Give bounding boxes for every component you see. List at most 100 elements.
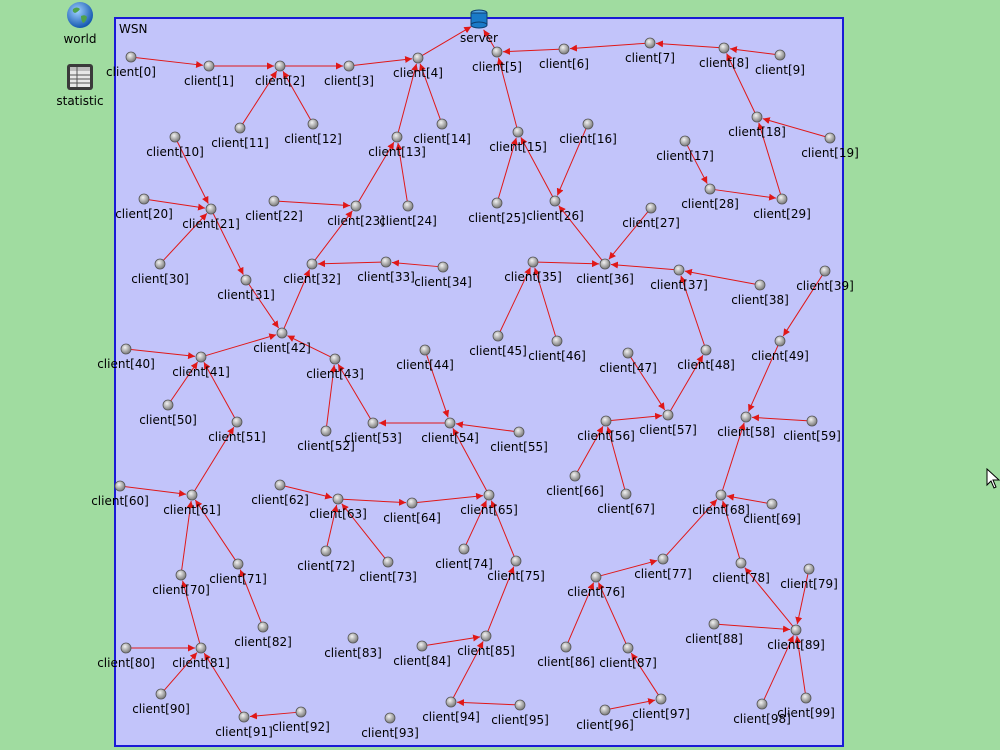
- client-node-0[interactable]: client[0]: [106, 51, 156, 79]
- node-dot[interactable]: [718, 42, 730, 54]
- client-node-33[interactable]: client[33]: [357, 256, 415, 284]
- client-node-55[interactable]: client[55]: [490, 426, 548, 454]
- node-dot[interactable]: [806, 415, 818, 427]
- client-node-66[interactable]: client[66]: [546, 470, 604, 498]
- node-dot[interactable]: [445, 696, 457, 708]
- node-dot[interactable]: [657, 553, 669, 565]
- client-node-91[interactable]: client[91]: [215, 711, 273, 739]
- node-dot[interactable]: [138, 193, 150, 205]
- node-dot[interactable]: [491, 197, 503, 209]
- client-node-80[interactable]: client[80]: [97, 642, 155, 670]
- node-dot[interactable]: [320, 545, 332, 557]
- node-dot[interactable]: [384, 712, 396, 724]
- client-node-28[interactable]: client[28]: [681, 183, 739, 211]
- statistic-button[interactable]: statistic: [45, 62, 115, 108]
- node-dot[interactable]: [620, 488, 632, 500]
- client-node-51[interactable]: client[51]: [208, 416, 266, 444]
- client-node-11[interactable]: client[11]: [211, 122, 269, 150]
- node-dot[interactable]: [622, 347, 634, 359]
- client-node-86[interactable]: client[86]: [537, 641, 595, 669]
- client-node-22[interactable]: client[22]: [245, 195, 303, 223]
- client-node-2[interactable]: client[2]: [255, 60, 305, 88]
- client-node-92[interactable]: client[92]: [272, 706, 330, 734]
- node-dot[interactable]: [444, 417, 456, 429]
- client-node-44[interactable]: client[44]: [396, 344, 454, 372]
- node-dot[interactable]: [240, 274, 252, 286]
- client-node-60[interactable]: client[60]: [91, 480, 149, 508]
- client-node-39[interactable]: client[39]: [796, 265, 854, 293]
- client-node-45[interactable]: client[45]: [469, 330, 527, 358]
- node-dot[interactable]: [268, 195, 280, 207]
- node-dot[interactable]: [306, 258, 318, 270]
- client-node-58[interactable]: client[58]: [717, 411, 775, 439]
- client-node-54[interactable]: client[54]: [421, 417, 479, 445]
- client-node-52[interactable]: client[52]: [297, 425, 355, 453]
- node-dot[interactable]: [590, 571, 602, 583]
- node-dot[interactable]: [527, 256, 539, 268]
- node-dot[interactable]: [735, 557, 747, 569]
- node-dot[interactable]: [673, 264, 685, 276]
- node-dot[interactable]: [382, 556, 394, 568]
- node-dot[interactable]: [803, 563, 815, 575]
- node-dot[interactable]: [406, 497, 418, 509]
- client-node-31[interactable]: client[31]: [217, 274, 275, 302]
- client-node-74[interactable]: client[74]: [435, 543, 493, 571]
- client-node-78[interactable]: client[78]: [712, 557, 770, 585]
- node-dot[interactable]: [599, 704, 611, 716]
- node-dot[interactable]: [367, 417, 379, 429]
- node-dot[interactable]: [234, 122, 246, 134]
- client-node-57[interactable]: client[57]: [639, 409, 697, 437]
- node-dot[interactable]: [295, 706, 307, 718]
- client-node-40[interactable]: client[40]: [97, 343, 155, 371]
- client-node-49[interactable]: client[49]: [751, 335, 809, 363]
- node-dot[interactable]: [276, 327, 288, 339]
- node-dot[interactable]: [114, 480, 126, 492]
- client-node-32[interactable]: client[32]: [283, 258, 341, 286]
- client-node-96[interactable]: client[96]: [576, 704, 634, 732]
- node-dot[interactable]: [343, 60, 355, 72]
- node-dot[interactable]: [169, 131, 181, 143]
- client-node-93[interactable]: client[93]: [361, 712, 419, 740]
- client-node-88[interactable]: client[88]: [685, 618, 743, 646]
- client-node-19[interactable]: client[19]: [801, 132, 859, 160]
- client-node-29[interactable]: client[29]: [753, 193, 811, 221]
- client-node-65[interactable]: client[65]: [460, 489, 518, 517]
- client-node-69[interactable]: client[69]: [743, 498, 801, 526]
- client-node-20[interactable]: client[20]: [115, 193, 173, 221]
- node-dot[interactable]: [391, 131, 403, 143]
- node-dot[interactable]: [549, 195, 561, 207]
- node-dot[interactable]: [599, 258, 611, 270]
- client-node-75[interactable]: client[75]: [487, 555, 545, 583]
- client-node-87[interactable]: client[87]: [599, 642, 657, 670]
- node-dot[interactable]: [513, 426, 525, 438]
- client-node-95[interactable]: client[95]: [491, 699, 549, 727]
- client-node-72[interactable]: client[72]: [297, 545, 355, 573]
- client-node-70[interactable]: client[70]: [152, 569, 210, 597]
- node-dot[interactable]: [558, 43, 570, 55]
- node-dot[interactable]: [551, 335, 563, 347]
- client-node-21[interactable]: client[21]: [182, 203, 240, 231]
- client-node-4[interactable]: client[4]: [393, 52, 443, 80]
- client-node-3[interactable]: client[3]: [324, 60, 374, 88]
- client-node-62[interactable]: client[62]: [251, 479, 309, 507]
- client-node-50[interactable]: client[50]: [139, 399, 197, 427]
- node-dot[interactable]: [154, 258, 166, 270]
- client-node-9[interactable]: client[9]: [755, 49, 805, 77]
- client-node-1[interactable]: client[1]: [184, 60, 234, 88]
- server-node[interactable]: server: [460, 9, 498, 45]
- node-dot[interactable]: [708, 618, 720, 630]
- client-node-41[interactable]: client[41]: [172, 351, 230, 379]
- node-dot[interactable]: [600, 415, 612, 427]
- client-node-48[interactable]: client[48]: [677, 344, 735, 372]
- client-node-15[interactable]: client[15]: [489, 126, 547, 154]
- node-dot[interactable]: [819, 265, 831, 277]
- node-dot[interactable]: [186, 489, 198, 501]
- client-node-13[interactable]: client[13]: [368, 131, 426, 159]
- client-node-27[interactable]: client[27]: [622, 202, 680, 230]
- client-node-81[interactable]: client[81]: [172, 642, 230, 670]
- node-dot[interactable]: [274, 479, 286, 491]
- node-dot[interactable]: [704, 183, 716, 195]
- node-dot[interactable]: [800, 692, 812, 704]
- client-node-26[interactable]: client[26]: [526, 195, 584, 223]
- client-node-90[interactable]: client[90]: [132, 688, 190, 716]
